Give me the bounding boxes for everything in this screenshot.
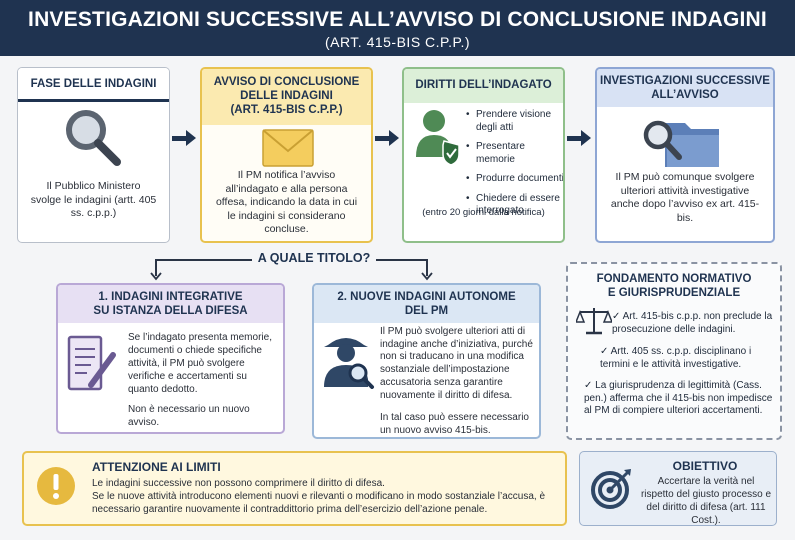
- branch-integrative: 1. INDAGINI INTEGRATIVE SU ISTANZA DELLA…: [56, 283, 285, 434]
- magnifier-icon: [66, 110, 121, 166]
- warning-line: Le indagini successive non possono compr…: [92, 478, 385, 489]
- arrow-down-icon: [150, 272, 162, 281]
- step-title: DIRITTI DELL’INDAGATO: [404, 69, 563, 103]
- step-avviso: AVVISO DI CONCLUSIONE DELLE INDAGINI (AR…: [200, 67, 373, 243]
- step-investigazioni: INVESTIGAZIONI SUCCESSIVE ALL’AVVISO Il …: [595, 67, 775, 243]
- branch-text: Se l’indagato presenta memorie, document…: [128, 332, 272, 395]
- branch-title: 2. NUOVE INDAGINI AUTONOME DEL PM: [314, 285, 539, 323]
- arrow-down-icon: [421, 272, 433, 281]
- branch-title: 1. INDAGINI INTEGRATIVE SU ISTANZA DELLA…: [58, 285, 283, 323]
- legal-item: ✓ Art. 415-bis c.p.p. non preclude la pr…: [612, 311, 776, 336]
- legal-title-line: FONDAMENTO NORMATIVO: [596, 273, 752, 285]
- step-title: FASE DELLE INDAGINI: [18, 68, 169, 102]
- detective-icon: [324, 338, 374, 389]
- scales-icon: [576, 308, 612, 335]
- step-title: AVVISO DI CONCLUSIONE DELLE INDAGINI (AR…: [202, 69, 371, 125]
- step-title-line: ALL’AVVISO: [651, 89, 719, 101]
- step-text: Il PM notifica l’avviso all’indagato e a…: [215, 169, 358, 236]
- target-icon: [591, 469, 631, 509]
- arrow-head: [389, 130, 399, 146]
- check-icon: ✓: [612, 311, 623, 322]
- goal-panel: OBIETTIVO Accertare la verità nel rispet…: [579, 451, 777, 526]
- list-item: Produrre documenti: [464, 173, 563, 186]
- check-icon: ✓: [584, 380, 596, 391]
- branch-line: [155, 259, 252, 261]
- step-diritti: DIRITTI DELL’INDAGATO Prendere visione d…: [402, 67, 565, 243]
- arrow-connector: [172, 136, 187, 141]
- legal-item: ✓ La giurisprudenza di legittimità (Cass…: [584, 380, 776, 418]
- arrow-connector: [375, 136, 390, 141]
- check-icon: ✓: [600, 346, 611, 357]
- step-title-line: (ART. 415-BIS C.P.P.): [230, 104, 343, 116]
- branch-note: Non è necessario un nuovo avviso.: [128, 404, 250, 428]
- branch-title-line: SU ISTANZA DELLA DIFESA: [93, 305, 248, 317]
- warning-title: ATTENZIONE AI LIMITI: [92, 460, 221, 474]
- branch-line: [155, 259, 157, 276]
- list-item: Presentare memorie: [464, 141, 563, 166]
- branch-line: [376, 259, 427, 261]
- step-title: INVESTIGAZIONI SUCCESSIVE ALL’AVVISO: [597, 69, 773, 107]
- branch-title-line: 2. NUOVE INDAGINI AUTONOME: [337, 291, 516, 303]
- step-text: Il PM può comunque svolgere ulteriori at…: [610, 171, 760, 224]
- legal-title: FONDAMENTO NORMATIVO E GIURISPRUDENZIALE: [568, 264, 780, 304]
- rights-list: Prendere visione degli atti Presentare m…: [464, 109, 563, 225]
- deadline-note: (entro 20 giorni dalla notifica): [422, 207, 545, 218]
- document-pen-icon: [67, 335, 116, 391]
- branch-line: [426, 259, 428, 276]
- warning-panel: ATTENZIONE AI LIMITI Le indagini success…: [22, 451, 567, 526]
- person-shield-icon: [416, 110, 460, 165]
- legal-title-line: E GIURISPRUDENZIALE: [607, 287, 741, 299]
- arrow-head: [186, 130, 196, 146]
- branch-text: Il PM può svolgere ulteriori atti di ind…: [380, 326, 533, 401]
- arrow-head: [581, 130, 591, 146]
- branch-title-line: 1. INDAGINI INTEGRATIVE: [98, 291, 243, 303]
- goal-text: Accertare la verità nel rispetto del giu…: [640, 476, 772, 526]
- branch-question: A QUALE TITOLO?: [252, 251, 376, 265]
- page-title: INVESTIGAZIONI SUCCESSIVE ALL’AVVISO DI …: [28, 8, 767, 31]
- branch-title-line: DEL PM: [404, 305, 449, 317]
- warning-line: Se le nuove attività introducono element…: [92, 491, 546, 515]
- branch-note: In tal caso può essere necessario un nuo…: [380, 412, 529, 436]
- step-title-line: AVVISO DI CONCLUSIONE: [213, 76, 360, 88]
- step-title-line: INVESTIGAZIONI SUCCESSIVE: [600, 75, 770, 87]
- page-subtitle: (ART. 415-BIS C.P.P.): [324, 34, 471, 50]
- list-item: Chiedere di essere interrogato: [464, 193, 563, 218]
- branch-autonome: 2. NUOVE INDAGINI AUTONOME DEL PM Il PM …: [312, 283, 541, 439]
- legal-basis-panel: FONDAMENTO NORMATIVO E GIURISPRUDENZIALE…: [566, 262, 782, 440]
- arrow-connector: [567, 136, 582, 141]
- header-banner: INVESTIGAZIONI SUCCESSIVE ALL’AVVISO DI …: [0, 0, 795, 56]
- legal-item-text: Artt. 405 ss. c.p.p. disciplinano i term…: [600, 346, 752, 370]
- step-title-line: DELLE INDAGINI: [240, 90, 333, 102]
- legal-item-text: Art. 415-bis c.p.p. non preclude la pros…: [612, 311, 773, 335]
- legal-item-text: La giurisprudenza di legittimità (Cass. …: [584, 380, 773, 416]
- exclamation-icon: [37, 467, 75, 505]
- envelope-icon: [262, 129, 314, 167]
- step-text: Il Pubblico Ministero svolge le indagini…: [30, 180, 157, 220]
- list-item: Prendere visione degli atti: [464, 109, 563, 134]
- folder-search-icon: [643, 120, 719, 167]
- goal-title: OBIETTIVO: [672, 459, 738, 473]
- legal-item: ✓ Artt. 405 ss. c.p.p. disciplinano i te…: [596, 346, 780, 371]
- step-indagini: FASE DELLE INDAGINI Il Pubblico Minister…: [17, 67, 170, 243]
